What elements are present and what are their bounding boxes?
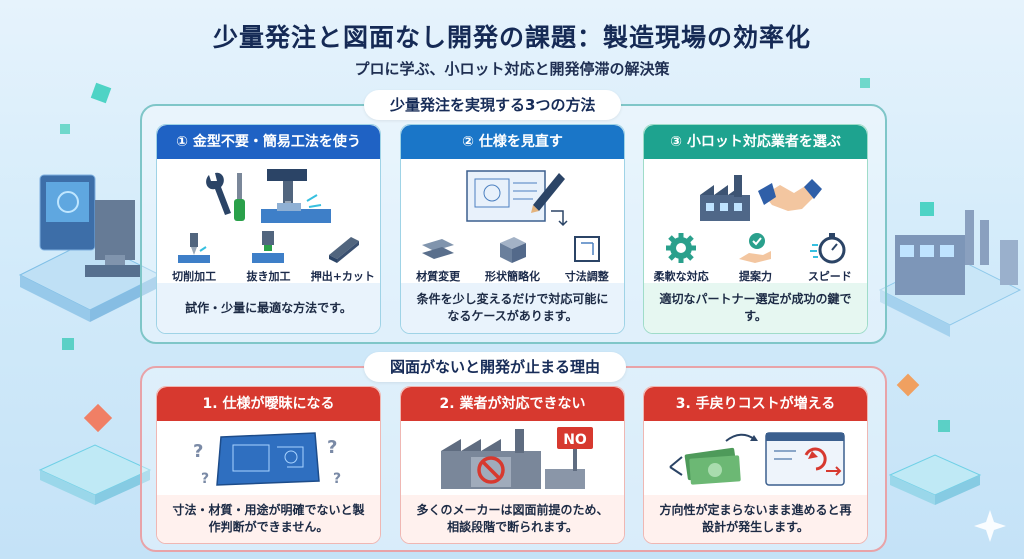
reason-card-title: 2. 業者が対応できない — [401, 387, 624, 421]
item-label: 提案力 — [738, 270, 772, 283]
glow-platform-left — [38, 444, 152, 505]
reason-card-title: 3. 手戻りコストが増える — [644, 387, 867, 421]
item-label: 切削加工 — [172, 270, 217, 283]
drill-icon — [178, 233, 211, 263]
reason-card-footer: 方向性が定まらないまま進めると再設計が発生します。 — [644, 495, 867, 543]
blueprint-question-icon: ? ? ? ? — [193, 432, 341, 487]
page-title: 少量発注と図面なし開発の課題：製造現場の効率化 — [212, 23, 811, 52]
item-label: 抜き加工 — [246, 270, 291, 283]
money-icon — [684, 447, 741, 485]
item-punching: 抜き加工 — [232, 231, 304, 284]
method-card-1: ① 金型不要・簡易工法を使う 切削加工 抜き加工 — [156, 124, 381, 334]
tools-icon — [206, 169, 331, 223]
reason-card-footer: 寸法・材質・用途が明確でないと製作判断ができません。 — [157, 495, 380, 543]
method-card-title: ① 金型不要・簡易工法を使う — [157, 125, 380, 159]
page-subtitle: プロに学ぶ、小ロット対応と開発停滞の解決策 — [354, 60, 670, 78]
blueprint-pencil-icon — [466, 170, 568, 227]
no-sign-badge: NO — [563, 432, 587, 448]
svg-text:?: ? — [333, 471, 341, 487]
item-shape-simplify: 形状簡略化 — [476, 231, 548, 284]
svg-text:?: ? — [327, 437, 337, 458]
item-label: 寸法調整 — [564, 270, 609, 283]
sparkle-icon — [974, 510, 1006, 542]
hand-check-icon — [739, 233, 772, 263]
factory-blocked-icon: NO — [441, 427, 593, 489]
item-dimension-adjust: 寸法調整 — [551, 231, 623, 284]
method-card-title: ② 仕様を見直す — [401, 125, 624, 159]
extrusion-beam-icon — [328, 237, 359, 263]
material-sheets-icon — [422, 239, 455, 259]
money-redesign-icon — [669, 432, 845, 486]
method-card-3: ③ 小ロット対応業者を選ぶ 柔軟な対応 — [643, 124, 868, 334]
gear-icon — [666, 233, 697, 263]
item-flexible: 柔軟な対応 — [645, 231, 717, 284]
item-cutting: 切削加工 — [158, 231, 230, 284]
machine-tool-illustration — [18, 174, 162, 322]
item-label: スピード — [807, 270, 852, 283]
reason-card-footer: 多くのメーカーは図面前提のため、相談段階で断られます。 — [401, 495, 624, 543]
dimension-frame-icon — [573, 236, 600, 262]
press-icon — [252, 231, 285, 263]
item-label: 押出+カット — [310, 270, 375, 283]
stopwatch-icon — [809, 233, 846, 264]
method-items-row: 材質変更 形状簡略化 寸法調整 — [401, 231, 624, 284]
factory-illustration — [878, 210, 1022, 337]
reason-card-title: 1. 仕様が曖昧になる — [157, 387, 380, 421]
item-material-change: 材質変更 — [402, 231, 474, 284]
reasons-section-label: 図面がないと開発が止まる理由 — [364, 352, 627, 382]
method-card-footer: 適切なパートナー選定が成功の鍵です。 — [644, 283, 867, 333]
item-label: 形状簡略化 — [484, 270, 540, 283]
item-extrusion: 押出+カット — [307, 231, 379, 284]
method-items-row: 柔軟な対応 提案力 スピード — [644, 231, 867, 284]
method-card-title: ③ 小ロット対応業者を選ぶ — [644, 125, 867, 159]
methods-section-label: 少量発注を実現する3つの方法 — [364, 90, 622, 120]
item-label: 柔軟な対応 — [653, 270, 709, 283]
item-label: 材質変更 — [416, 270, 461, 283]
method-card-2: ② 仕様を見直す 材質変更 形状簡略化 — [400, 124, 625, 334]
svg-text:?: ? — [201, 471, 209, 487]
item-speed: スピード — [794, 231, 866, 284]
factory-handshake-icon — [700, 175, 822, 221]
reason-card-2: 2. 業者が対応できない NO 多くのメーカーは図面前提のため、相談段階で断られ… — [400, 386, 625, 544]
glow-platform-right — [888, 454, 982, 505]
cube-block-icon — [500, 237, 527, 263]
method-card-footer: 試作・少量に最適な方法です。 — [157, 283, 380, 333]
reason-card-1: 1. 仕様が曖昧になる ? ? ? ? 寸法・材質・用途が明確でないと製作判断が… — [156, 386, 381, 544]
method-card-footer: 条件を少し変えるだけで対応可能になるケースがあります。 — [401, 283, 624, 333]
item-proposal: 提案力 — [719, 231, 791, 284]
svg-text:?: ? — [193, 441, 203, 462]
reason-card-3: 3. 手戻りコストが増える 方向性が定まらないまま進めると再設計が発生します。 — [643, 386, 868, 544]
method-items-row: 切削加工 抜き加工 押出+カット — [157, 231, 380, 284]
